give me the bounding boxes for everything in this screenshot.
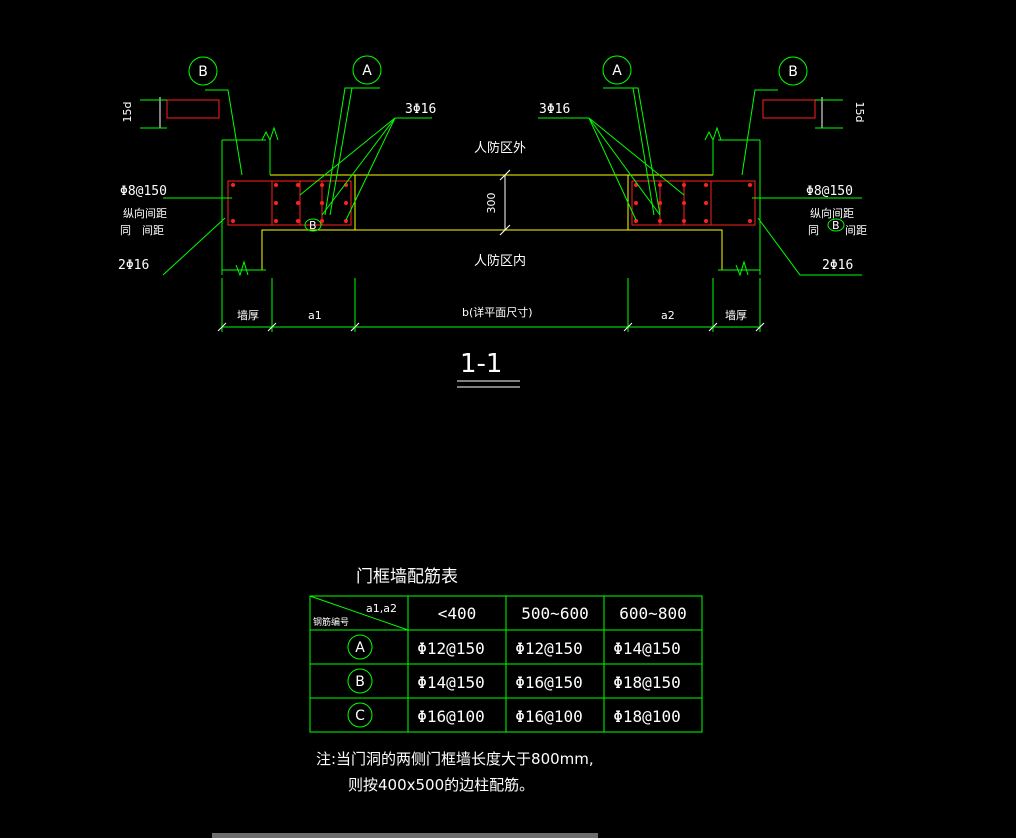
section-1-1 [140,55,862,388]
section-title: 1-1 [460,349,502,379]
table-cell: Φ16@100 [417,707,484,726]
table-cell: Φ14@150 [417,673,484,692]
bubble-label-b-right: B [788,64,798,80]
dim-label-wall-left: 墙厚 [237,308,259,322]
label-stirrup-right: Φ8@150 [806,184,853,199]
note-line-2: 则按400x500的边柱配筋。 [348,776,534,794]
label-long-spacing-right-3: 间距 [845,224,867,237]
table-header-3: 600~800 [619,604,686,623]
bubble-label-b-left: B [198,64,208,80]
label-2phi16-right: 2Φ16 [822,258,853,273]
walls [221,126,761,277]
dim-label-a2: a2 [661,309,675,322]
dim-label-b: b(详平面尺寸) [462,305,533,319]
table-header-2: 500~600 [521,604,588,623]
table-cell: Φ12@150 [417,639,484,658]
table-cell: Φ16@100 [515,707,582,726]
label-15d-left: 15d [121,102,134,123]
table-header-1: <400 [438,604,477,623]
rebar-cage-right [631,180,756,226]
label-long-spacing-right-1: 纵向间距 [810,206,854,220]
table-corner-top: a1,a2 [366,602,397,615]
label-thickness: 300 [485,193,498,214]
table-cell: Φ16@150 [515,673,582,692]
label-2phi16-left: 2Φ16 [118,258,149,273]
title-underline [457,380,520,388]
bubble-label-a-right: A [612,63,622,79]
thickness-dim [499,169,511,236]
table-cell: Φ18@100 [613,707,680,726]
label-outside-zone: 人防区外 [474,140,526,156]
rebar-dots [231,183,752,223]
hook-detail-right [762,97,843,129]
horizontal-scrollbar[interactable] [212,833,598,838]
table-corner-bottom: 钢筋编号 [313,616,349,628]
dimension-ticks [217,322,765,332]
label-long-spacing-right-2: 同 [808,224,819,237]
hook-detail-left [140,97,220,129]
label-inside-zone: 人防区内 [474,253,526,269]
dim-label-a1: a1 [308,309,322,322]
table-row-id-b: B [355,674,365,690]
label-15d-right: 15d [853,102,866,123]
table-row-id-c: C [355,708,365,724]
bubble-marker-group [188,55,845,232]
table-title: 门框墙配筋表 [356,567,458,587]
reinforcement-table-grid [309,595,703,733]
label-3phi16-left: 3Φ16 [405,102,436,117]
bubble-label-a-left: A [362,63,372,79]
note-line-1: 注:当门洞的两侧门框墙长度大于800mm, [316,750,594,768]
label-long-spacing-left-b: B [309,219,317,232]
label-long-spacing-left-2: 同 [120,224,131,237]
label-long-spacing-right-b: B [832,219,840,232]
dim-label-wall-right: 墙厚 [725,308,747,322]
leader-lines [162,87,862,276]
label-long-spacing-left-3: 间距 [142,224,164,237]
label-long-spacing-left-1: 纵向间距 [123,206,167,220]
plan-dimension [221,278,761,332]
label-3phi16-right: 3Φ16 [539,102,570,117]
table-cell: Φ18@150 [613,673,680,692]
table-cell: Φ14@150 [613,639,680,658]
label-stirrup-left: Φ8@150 [120,184,167,199]
table-cell: Φ12@150 [515,639,582,658]
table-row-id-a: A [355,640,365,656]
